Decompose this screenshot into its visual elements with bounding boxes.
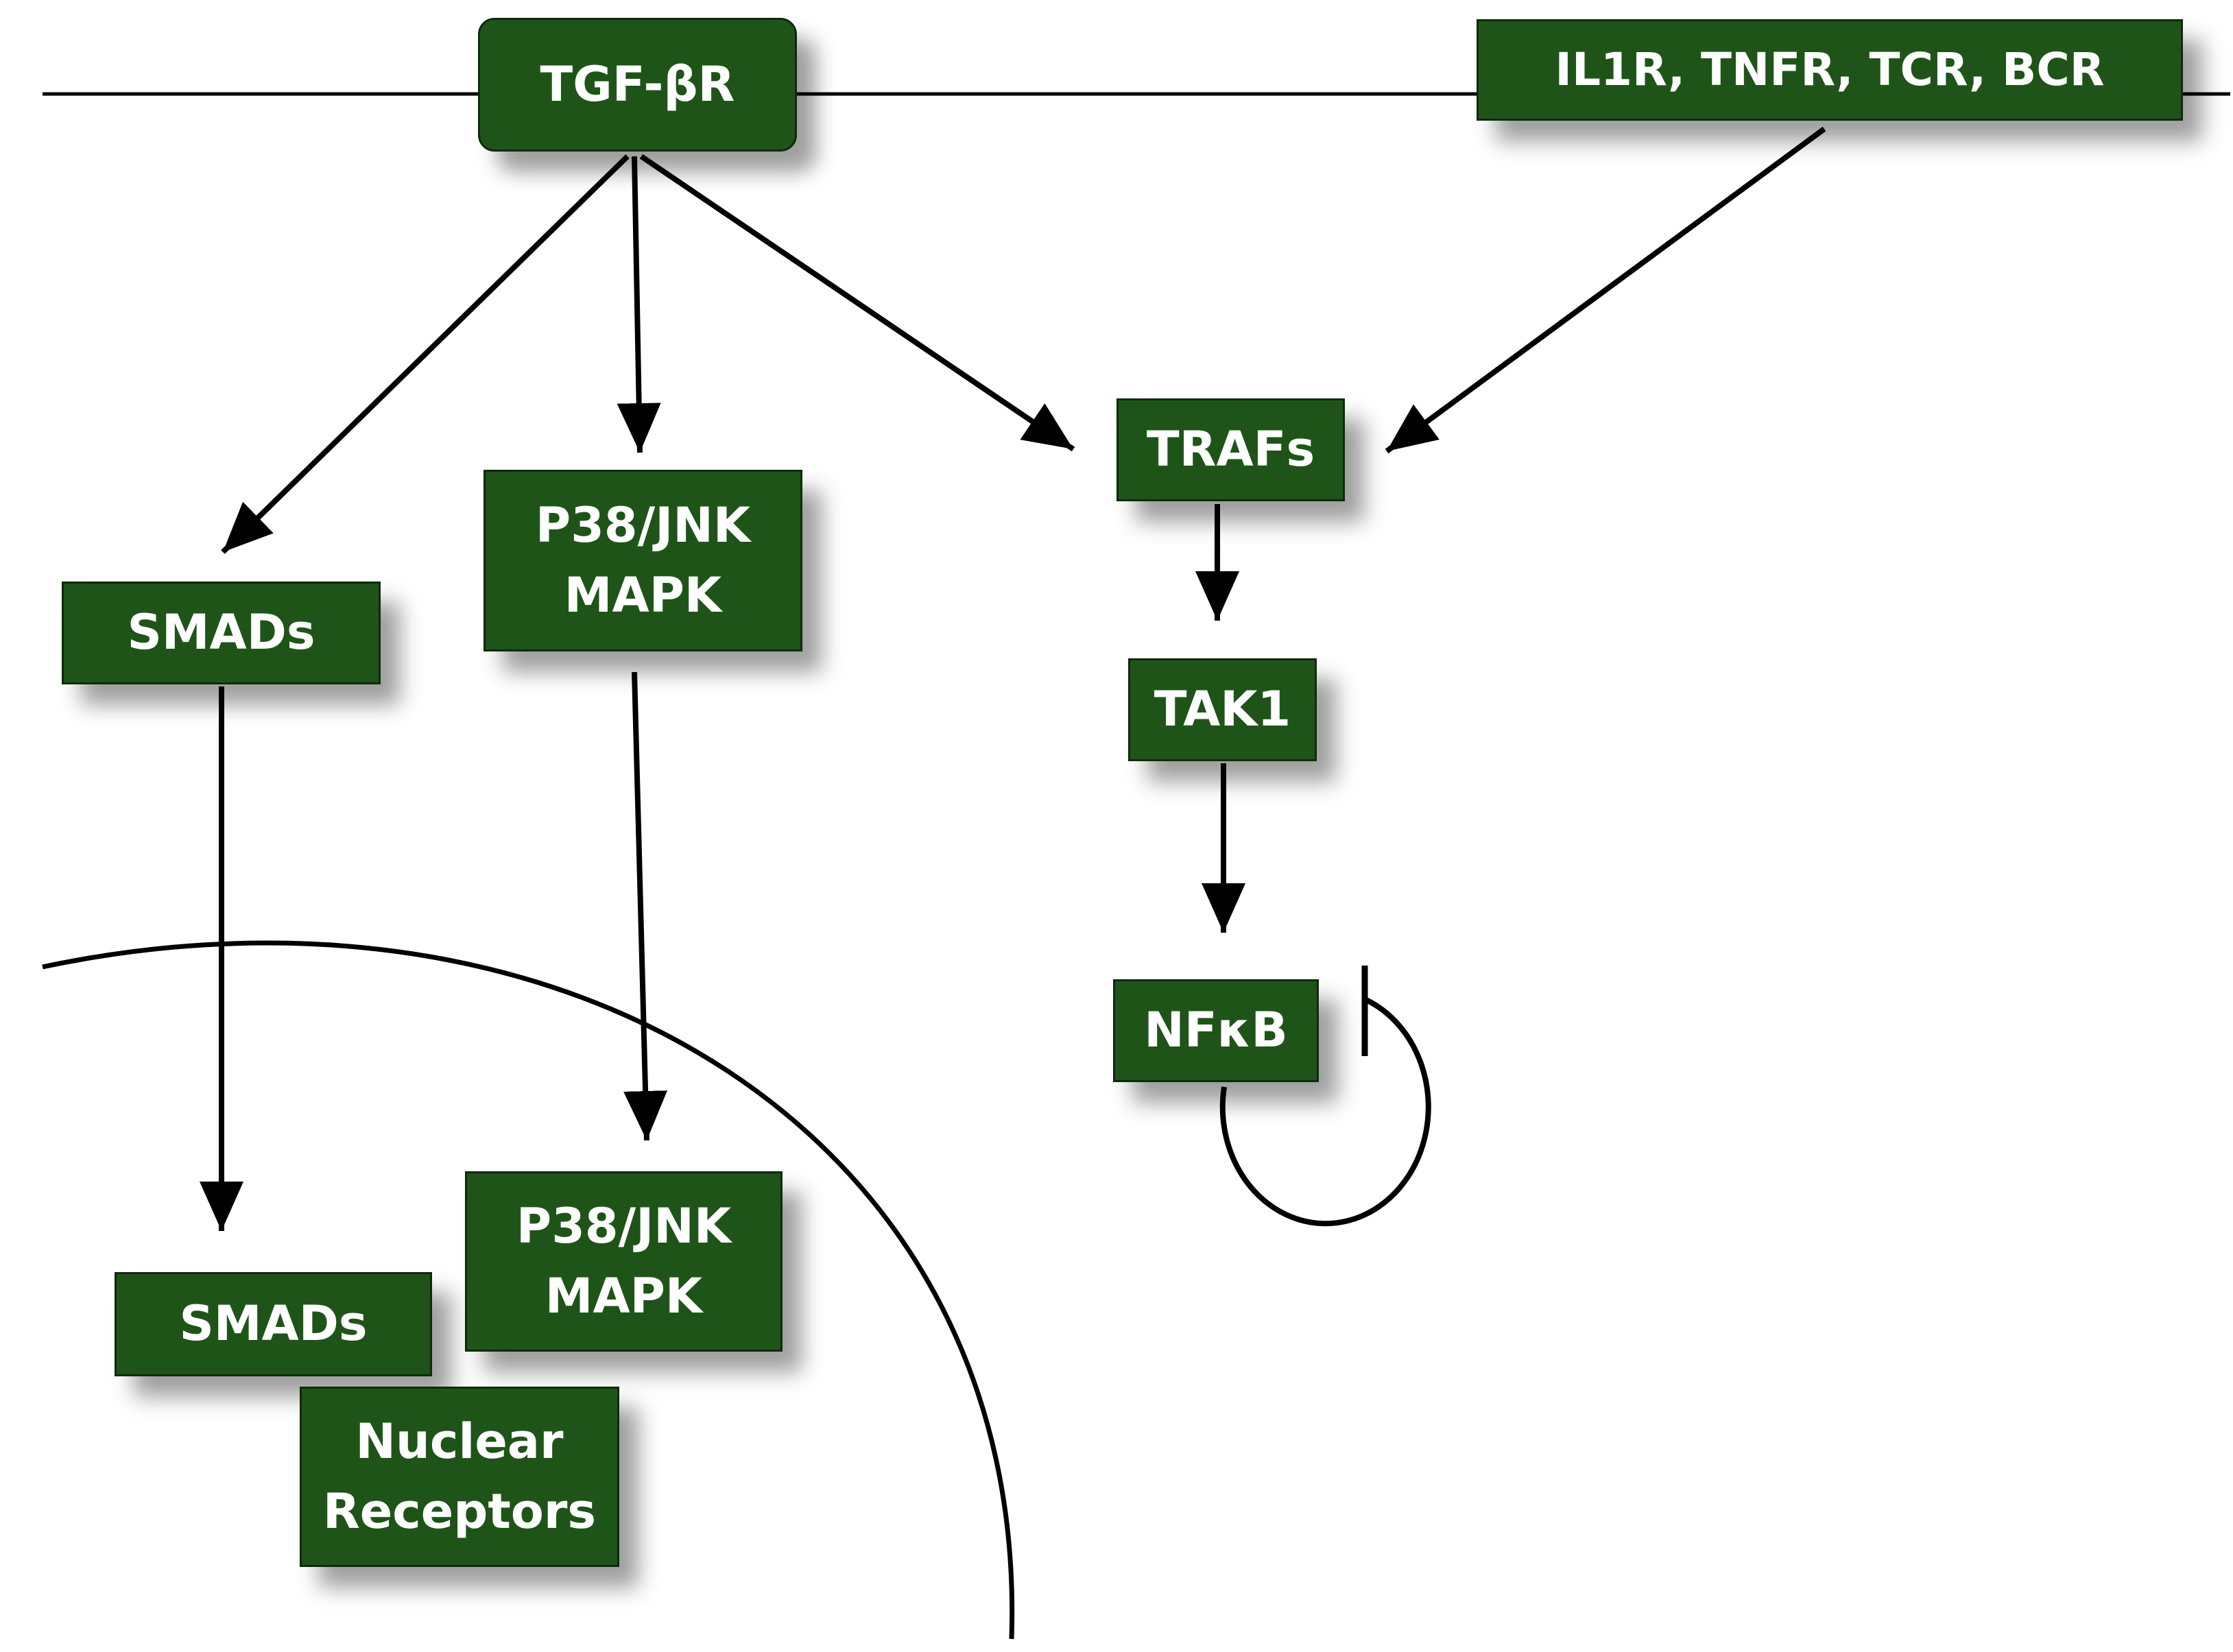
node-nuclear-receptors-line1: Nuclear [355,1413,564,1470]
nfkb-feedback-loop [1219,997,1431,1227]
node-trafs-label: TRAFs [1146,421,1315,478]
node-p38-jnk-mapk-cytoplasm[interactable]: P38/JNK MAPK [483,470,802,651]
node-p38-jnk-mapk-nucleus-line2: MAPK [545,1267,703,1324]
node-p38-jnk-mapk-cytoplasm-line1: P38/JNK [535,497,751,553]
node-tak1[interactable]: TAK1 [1128,658,1317,761]
node-nuclear-receptors-line2: Receptors [322,1483,597,1540]
arrow-tgfbr-to-smads [221,154,630,554]
node-p38-jnk-mapk-cytoplasm-line2: MAPK [564,566,722,623]
node-tgf-beta-receptor-label: TGF-βR [540,56,735,112]
node-nuclear-receptors[interactable]: Nuclear Receptors [300,1387,619,1567]
node-tgf-beta-receptor[interactable]: TGF-βR [478,18,797,152]
node-smads-nucleus[interactable]: SMADs [115,1272,432,1376]
arrow-tgfbr-to-p38-mapk [617,156,661,453]
arrow-p38-mapk-to-nucleus [623,671,668,1141]
node-nfkb[interactable]: NFκB [1113,979,1319,1082]
node-tak1-label: TAK1 [1154,681,1291,738]
node-smads-cytoplasm-label: SMADs [127,604,315,661]
node-nfkb-label: NFκB [1144,1002,1288,1059]
arrow-tgfbr-to-trafs [639,154,1075,452]
node-smads-nucleus-label: SMADs [179,1295,368,1352]
node-trafs[interactable]: TRAFs [1116,398,1345,501]
node-p38-jnk-mapk-nucleus[interactable]: P38/JNK MAPK [465,1171,783,1352]
arrow-il1r-to-trafs [1385,126,1826,454]
nuclear-envelope-arc [42,940,1015,1640]
node-smads-cytoplasm[interactable]: SMADs [62,582,381,684]
node-il1r-tnfr-tcr-bcr-label: IL1R, TNFR, TCR, BCR [1555,43,2105,97]
node-p38-jnk-mapk-nucleus-line1: P38/JNK [516,1198,732,1254]
node-il1r-tnfr-tcr-bcr[interactable]: IL1R, TNFR, TCR, BCR [1477,19,2183,121]
